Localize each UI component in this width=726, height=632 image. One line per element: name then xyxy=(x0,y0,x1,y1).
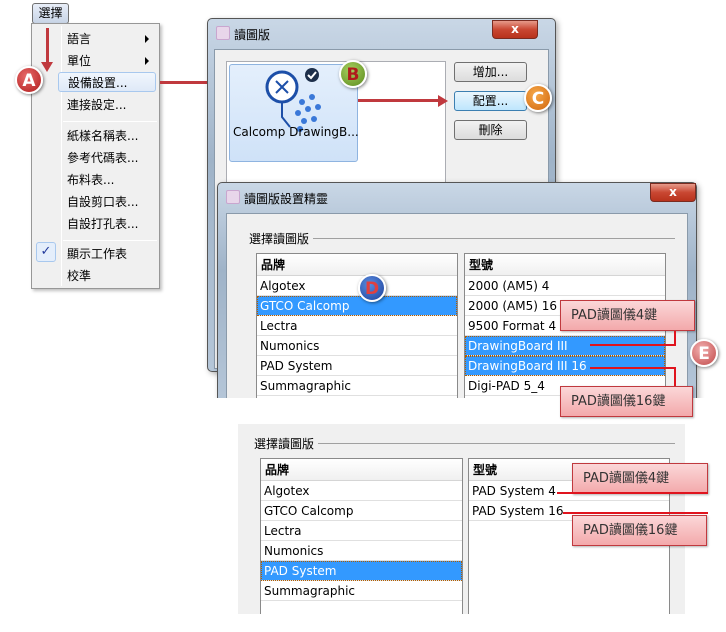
callout-line xyxy=(674,367,676,386)
menu-item-show-worksheet[interactable]: 顯示工作表 xyxy=(67,247,128,261)
callout-line xyxy=(590,344,676,346)
list-item-selected[interactable]: DrawingBoard III xyxy=(465,336,665,356)
annotation-arrow xyxy=(46,28,49,66)
list-item[interactable]: Lectra xyxy=(257,316,457,336)
list-item-selected[interactable]: DrawingBoard III 16 xyxy=(465,356,665,376)
menu-separator xyxy=(63,240,157,241)
list-item[interactable]: 2000 (AM5) 4 xyxy=(465,276,665,296)
close-button[interactable]: x xyxy=(492,20,538,39)
list-item[interactable]: Lectra xyxy=(261,521,462,541)
menu-item-label: 單位 xyxy=(67,54,92,68)
menu-item-custom-notch[interactable]: 自設剪口表... xyxy=(67,195,139,209)
menu-item-style-names[interactable]: 紙樣名稱表... xyxy=(67,129,139,143)
list-item-selected[interactable]: PAD System xyxy=(261,561,462,581)
brand-list[interactable]: 品牌 Algotex GTCO Calcomp Lectra Numonics … xyxy=(260,458,463,618)
menu-item-device-setup[interactable]: 設備設置... xyxy=(58,72,156,92)
menu-item-units[interactable]: 單位 xyxy=(67,51,157,71)
submenu-arrow-icon xyxy=(145,35,149,43)
callout-4-key: PAD讀圖儀4鍵 xyxy=(572,463,708,494)
list-item-selected[interactable]: GTCO Calcomp xyxy=(257,296,457,316)
badge-a: A xyxy=(15,66,43,94)
menu-item-connection-settings[interactable]: 連接設定... xyxy=(67,98,127,112)
list-item[interactable]: GTCO Calcomp xyxy=(261,501,462,521)
list-item[interactable]: Summagraphic xyxy=(257,376,457,396)
callout-line xyxy=(590,367,676,369)
annotation-arrow xyxy=(358,99,440,102)
list-item[interactable]: Numonics xyxy=(257,336,457,356)
arrowhead-icon xyxy=(438,95,448,107)
group-divider xyxy=(255,443,675,444)
close-button[interactable]: x xyxy=(650,183,696,202)
menu-item-reference-codes[interactable]: 參考代碼表... xyxy=(67,151,139,165)
checkmark-icon: ✓ xyxy=(36,242,56,262)
submenu-arrow-icon xyxy=(145,57,149,65)
list-item[interactable]: PAD System xyxy=(257,356,457,376)
callout-4-key: PAD讀圖儀4鍵 xyxy=(560,300,695,331)
brand-list[interactable]: 品牌 Algotex GTCO Calcomp Lectra Numonics … xyxy=(256,253,458,398)
configure-button[interactable]: 配置... xyxy=(454,91,527,111)
list-item[interactable]: 9500 Format 4 xyxy=(465,316,665,336)
list-item[interactable]: Numonics xyxy=(261,541,462,561)
list-item[interactable]: Algotex xyxy=(257,276,457,296)
callout-16-key: PAD讀圖儀16鍵 xyxy=(572,515,707,546)
callout-16-key: PAD讀圖儀16鍵 xyxy=(560,386,693,417)
brand-header: 品牌 xyxy=(257,254,457,276)
arrowhead-icon xyxy=(41,62,53,72)
dialog-title: 讀圖版設置精靈 xyxy=(244,192,329,206)
badge-c: C xyxy=(524,84,552,112)
options-menu: 語言 單位 設備設置... 連接設定... 紙樣名稱表... 參考代碼表... … xyxy=(31,23,160,289)
group-label: 選擇讀圖版 xyxy=(249,230,314,247)
delete-button[interactable]: 刪除 xyxy=(454,120,527,140)
list-item[interactable]: Summagraphic xyxy=(261,581,462,601)
brand-header: 品牌 xyxy=(261,459,462,481)
menu-item-custom-punch[interactable]: 自設打孔表... xyxy=(67,217,139,231)
group-label: 選擇讀圖版 xyxy=(254,435,319,452)
dialog-title: 讀圖版 xyxy=(234,28,271,42)
list-item[interactable]: PAD System 4 xyxy=(469,481,669,501)
list-item[interactable]: PAD System 16 xyxy=(469,501,669,521)
add-button[interactable]: 增加... xyxy=(454,62,527,82)
menu-separator xyxy=(63,121,157,122)
digitizer-icon xyxy=(265,68,321,132)
menu-button-select[interactable]: 選擇 xyxy=(32,3,69,24)
callout-line xyxy=(557,492,708,494)
callout-line xyxy=(563,512,708,514)
crop-gap xyxy=(248,614,726,632)
app-icon xyxy=(216,26,230,40)
menu-item-language[interactable]: 語言 xyxy=(67,29,157,49)
model-header: 型號 xyxy=(465,254,665,276)
menu-item-fabric-table[interactable]: 布料表... xyxy=(67,173,115,187)
device-name: Calcomp DrawingB... xyxy=(233,125,359,139)
menu-item-label: 語言 xyxy=(67,32,92,46)
model-list[interactable]: 型號 2000 (AM5) 4 2000 (AM5) 16 9500 Forma… xyxy=(464,253,666,398)
annotation-arrow xyxy=(160,81,214,84)
app-icon xyxy=(226,190,240,204)
badge-d: D xyxy=(358,274,386,302)
list-item[interactable]: Algotex xyxy=(261,481,462,501)
group-divider xyxy=(250,238,675,239)
badge-b: B xyxy=(339,60,367,88)
device-tile[interactable]: Calcomp DrawingB... xyxy=(229,64,359,162)
menu-item-calibrate[interactable]: 校準 xyxy=(67,269,92,283)
badge-e: E xyxy=(690,339,718,367)
menu-gutter xyxy=(61,26,62,286)
callout-line xyxy=(674,331,676,346)
